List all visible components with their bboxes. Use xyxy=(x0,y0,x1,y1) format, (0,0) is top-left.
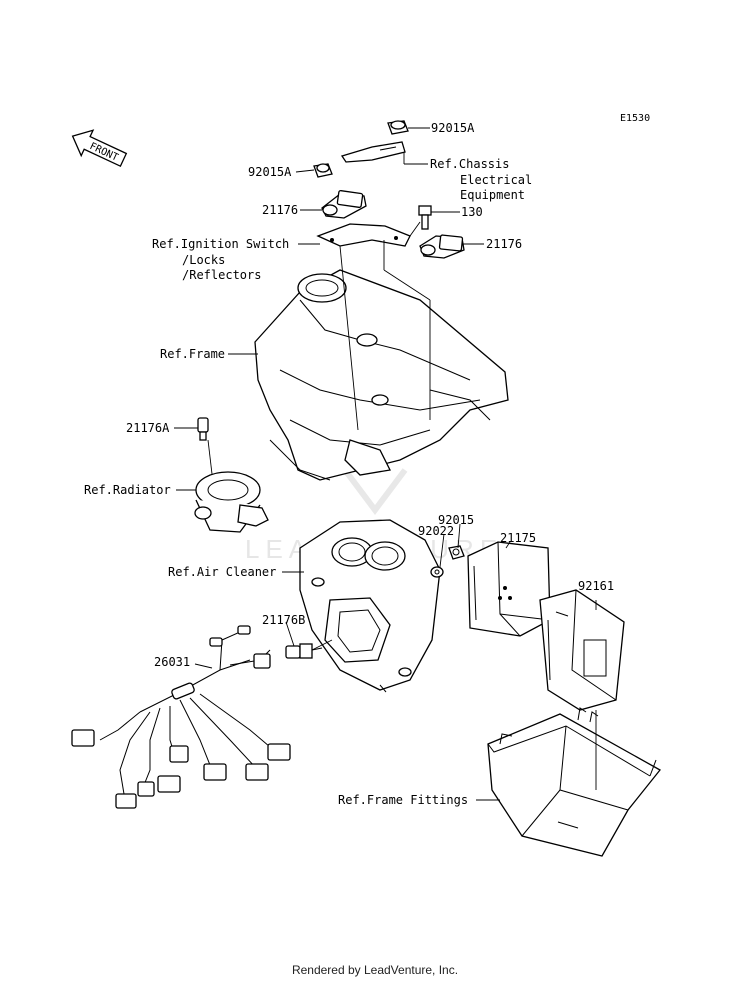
label-ref-ignition: Ref.Ignition Switch xyxy=(152,237,289,251)
label-21175: 21175 xyxy=(500,531,536,545)
sensor-21176-left xyxy=(321,190,367,219)
frame-fittings-tray xyxy=(487,707,661,857)
ecu-21175 xyxy=(467,541,551,637)
radiator-housing xyxy=(194,471,269,533)
sensor-21176b xyxy=(285,643,323,659)
label-ref-chassis-3: Equipment xyxy=(460,188,525,202)
ecu-cover-92161 xyxy=(539,589,625,711)
front-arrow-icon: FRONT xyxy=(71,129,128,168)
label-92015a-top: 92015A xyxy=(431,121,475,135)
frame xyxy=(254,269,509,481)
label-ref-ignition-2: /Locks xyxy=(182,253,225,267)
label-ref-chassis: Ref.Chassis xyxy=(430,157,509,171)
label-21176a: 21176A xyxy=(126,421,170,435)
label-ref-ignition-3: /Reflectors xyxy=(182,268,261,282)
label-ref-frame-fittings: Ref.Frame Fittings xyxy=(338,793,468,807)
nut-92015 xyxy=(448,545,465,560)
label-92015: 92015 xyxy=(438,513,474,527)
label-21176-right: 21176 xyxy=(486,237,522,251)
label-ref-air-cleaner: Ref.Air Cleaner xyxy=(168,565,276,579)
bracket-assembly xyxy=(313,120,465,259)
nut-92015a-top xyxy=(387,120,409,135)
label-ref-chassis-2: Electrical xyxy=(460,173,532,187)
sensor-21176a xyxy=(197,417,209,441)
bolt-130 xyxy=(418,205,432,230)
wiring-harness-26031 xyxy=(71,625,291,809)
diagram-code: E1530 xyxy=(620,113,650,124)
air-cleaner-plate xyxy=(299,519,441,693)
footer-credit: Rendered by LeadVenture, Inc. xyxy=(291,963,459,977)
label-92161: 92161 xyxy=(578,579,614,593)
nut-92015a-left xyxy=(313,163,333,178)
label-130: 130 xyxy=(461,205,483,219)
label-92022: 92022 xyxy=(418,524,454,538)
sensor-21176-right xyxy=(419,234,465,259)
label-ref-frame: Ref.Frame xyxy=(160,347,225,361)
label-ref-radiator: Ref.Radiator xyxy=(84,483,171,497)
washer-92022 xyxy=(430,566,444,578)
label-21176-left: 21176 xyxy=(262,203,298,217)
leader-lines xyxy=(174,127,597,801)
label-21176b: 21176B xyxy=(262,613,305,627)
label-92015a-left: 92015A xyxy=(248,165,292,179)
labels: 92015A 92015A Ref.Chassis Electrical Equ… xyxy=(84,121,614,807)
label-26031: 26031 xyxy=(154,655,190,669)
